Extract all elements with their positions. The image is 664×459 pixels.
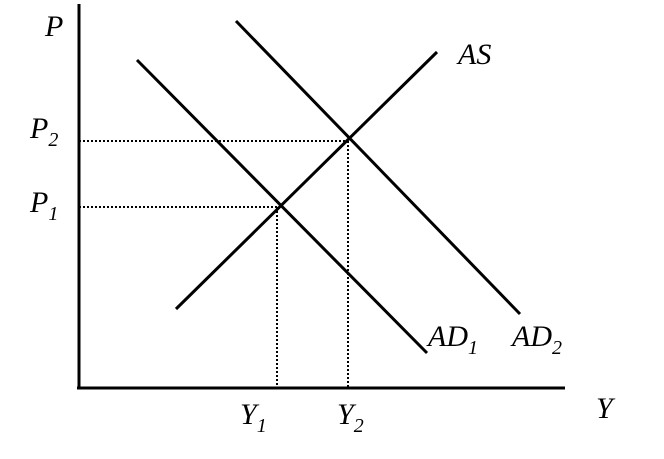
ad1-label-main: AD — [426, 320, 468, 353]
p1-label-subscript: 1 — [48, 203, 58, 225]
ad2-label-main: AD — [510, 320, 552, 353]
ad1-label-subscript: 1 — [468, 337, 478, 359]
y1-label: Y1 — [240, 398, 267, 437]
p2-label-main: P — [29, 112, 48, 145]
as-curve — [174, 50, 439, 311]
y2-label-subscript: 2 — [354, 415, 364, 437]
y1-label-subscript: 1 — [257, 415, 267, 437]
y1-label-main: Y — [240, 398, 260, 431]
ad2-curve — [234, 19, 522, 316]
ad2-label-subscript: 2 — [552, 337, 562, 359]
y2-label-main: Y — [337, 398, 357, 431]
y2-label: Y2 — [337, 398, 364, 437]
ad1-curve-label: AD1 — [426, 320, 478, 359]
as-curve-label: AS — [456, 38, 491, 71]
price-axis-label: P — [44, 10, 63, 43]
p1-label: P1 — [29, 186, 58, 225]
ad2-curve-label: AD2 — [510, 320, 562, 359]
output-axis-label: Y — [596, 392, 616, 425]
ad1-curve — [135, 58, 429, 355]
p2-label: P2 — [29, 112, 58, 151]
p1-label-main: P — [29, 186, 48, 219]
p2-label-subscript: 2 — [48, 129, 58, 151]
